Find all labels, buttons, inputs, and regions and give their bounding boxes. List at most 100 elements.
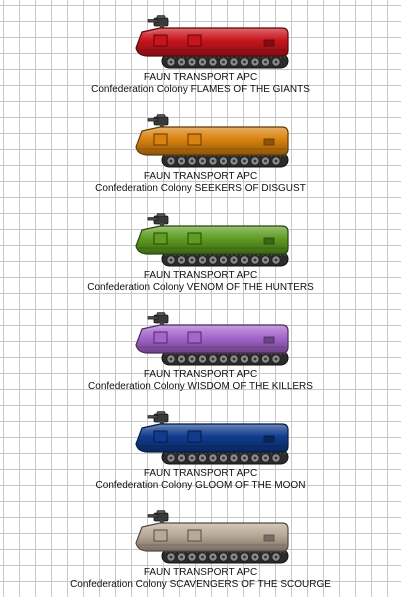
- road-wheel-hub: [253, 456, 257, 460]
- vehicle-colony-label: Confederation Colony WISDOM OF THE KILLE…: [88, 381, 313, 392]
- road-wheel-hub: [264, 159, 267, 163]
- road-wheel-hub: [201, 357, 204, 361]
- vehicle-colony-label: Confederation Colony VENOM OF THE HUNTER…: [87, 282, 314, 293]
- road-wheel-hub: [264, 258, 267, 262]
- road-wheel-hub: [274, 555, 278, 559]
- side-hatch: [153, 133, 168, 146]
- road-wheel-hub: [180, 159, 183, 163]
- road-wheel-hub: [180, 555, 183, 559]
- side-hatch: [187, 232, 202, 245]
- apc-vehicle: [124, 103, 294, 169]
- exhaust: [263, 138, 275, 146]
- hull: [135, 522, 289, 552]
- hull-highlight: [145, 425, 280, 430]
- side-hatch: [187, 331, 202, 344]
- road-wheel-hub: [169, 258, 173, 262]
- exhaust: [263, 39, 275, 47]
- road-wheel-hub: [201, 60, 204, 64]
- road-wheel-hub: [180, 357, 183, 361]
- road-wheel-hub: [201, 456, 204, 460]
- road-wheel-hub: [169, 60, 173, 64]
- hull: [135, 27, 289, 57]
- side-hatch: [153, 529, 168, 542]
- road-wheel-hub: [232, 159, 236, 163]
- road-wheel-hub: [243, 555, 246, 559]
- vehicle-class-label: FAUN TRANSPORT APC: [143, 468, 258, 479]
- road-wheel-hub: [169, 555, 173, 559]
- road-wheel-hub: [201, 555, 204, 559]
- road-wheel-hub: [211, 60, 215, 64]
- hull-highlight: [145, 524, 280, 529]
- apc-illustration: [135, 15, 289, 69]
- road-wheel-hub: [211, 357, 215, 361]
- road-wheel-hub: [243, 456, 246, 460]
- road-wheel-hub: [190, 258, 194, 262]
- road-wheel-hub: [211, 555, 215, 559]
- hull: [135, 423, 289, 453]
- road-wheel-hub: [274, 60, 278, 64]
- road-wheel-hub: [190, 555, 194, 559]
- road-wheel-hub: [232, 357, 236, 361]
- road-wheel-hub: [243, 159, 246, 163]
- vehicle-class-label: FAUN TRANSPORT APC: [143, 171, 258, 182]
- turret-icon: [147, 114, 169, 128]
- road-wheel-hub: [253, 357, 257, 361]
- hull-highlight: [145, 128, 280, 133]
- road-wheel-hub: [274, 159, 278, 163]
- road-wheel-hub: [211, 456, 215, 460]
- side-hatch: [187, 34, 202, 47]
- road-wheel-hub: [253, 258, 257, 262]
- hull: [135, 225, 289, 255]
- road-wheel-hub: [274, 357, 278, 361]
- vehicle-class-label: FAUN TRANSPORT APC: [143, 567, 258, 578]
- side-hatch: [153, 232, 168, 245]
- vehicle-colony-label: Confederation Colony FLAMES OF THE GIANT…: [91, 84, 310, 95]
- apc-illustration: [135, 312, 289, 366]
- vehicle-class-label: FAUN TRANSPORT APC: [143, 72, 258, 83]
- road-wheel-hub: [169, 357, 173, 361]
- exhaust: [263, 435, 275, 443]
- road-wheel-hub: [243, 357, 246, 361]
- road-wheel-hub: [222, 555, 225, 559]
- road-wheel-hub: [180, 258, 183, 262]
- road-wheel-hub: [169, 159, 173, 163]
- apc-vehicle: [124, 202, 294, 268]
- apc-vehicle: [124, 400, 294, 466]
- road-wheel-hub: [222, 60, 225, 64]
- road-wheel-hub: [201, 258, 204, 262]
- road-wheel-hub: [180, 60, 183, 64]
- apc-illustration: [135, 213, 289, 267]
- vehicle-class-label: FAUN TRANSPORT APC: [143, 369, 258, 380]
- road-wheel-hub: [232, 456, 236, 460]
- apc-vehicle: [124, 499, 294, 565]
- road-wheel-hub: [222, 159, 225, 163]
- road-wheel-hub: [190, 456, 194, 460]
- apc-illustration: [135, 510, 289, 564]
- hull: [135, 126, 289, 156]
- turret-icon: [147, 312, 169, 326]
- road-wheel-hub: [253, 60, 257, 64]
- exhaust: [263, 534, 275, 542]
- road-wheel-hub: [169, 456, 173, 460]
- road-wheel-hub: [190, 357, 194, 361]
- road-wheel-hub: [190, 159, 194, 163]
- vehicle-class-label: FAUN TRANSPORT APC: [143, 270, 258, 281]
- apc-illustration: [135, 411, 289, 465]
- vehicle-colony-label: Confederation Colony SEEKERS OF DISGUST: [95, 183, 306, 194]
- side-hatch: [187, 430, 202, 443]
- apc-vehicle: [124, 301, 294, 367]
- road-wheel-hub: [274, 258, 278, 262]
- road-wheel-hub: [201, 159, 204, 163]
- turret-icon: [147, 213, 169, 227]
- road-wheel-hub: [211, 159, 215, 163]
- side-hatch: [153, 430, 168, 443]
- road-wheel-hub: [232, 60, 236, 64]
- road-wheel-hub: [264, 357, 267, 361]
- hull-highlight: [145, 227, 280, 232]
- side-hatch: [153, 331, 168, 344]
- vehicle-colony-label: Confederation Colony SCAVENGERS OF THE S…: [70, 579, 331, 590]
